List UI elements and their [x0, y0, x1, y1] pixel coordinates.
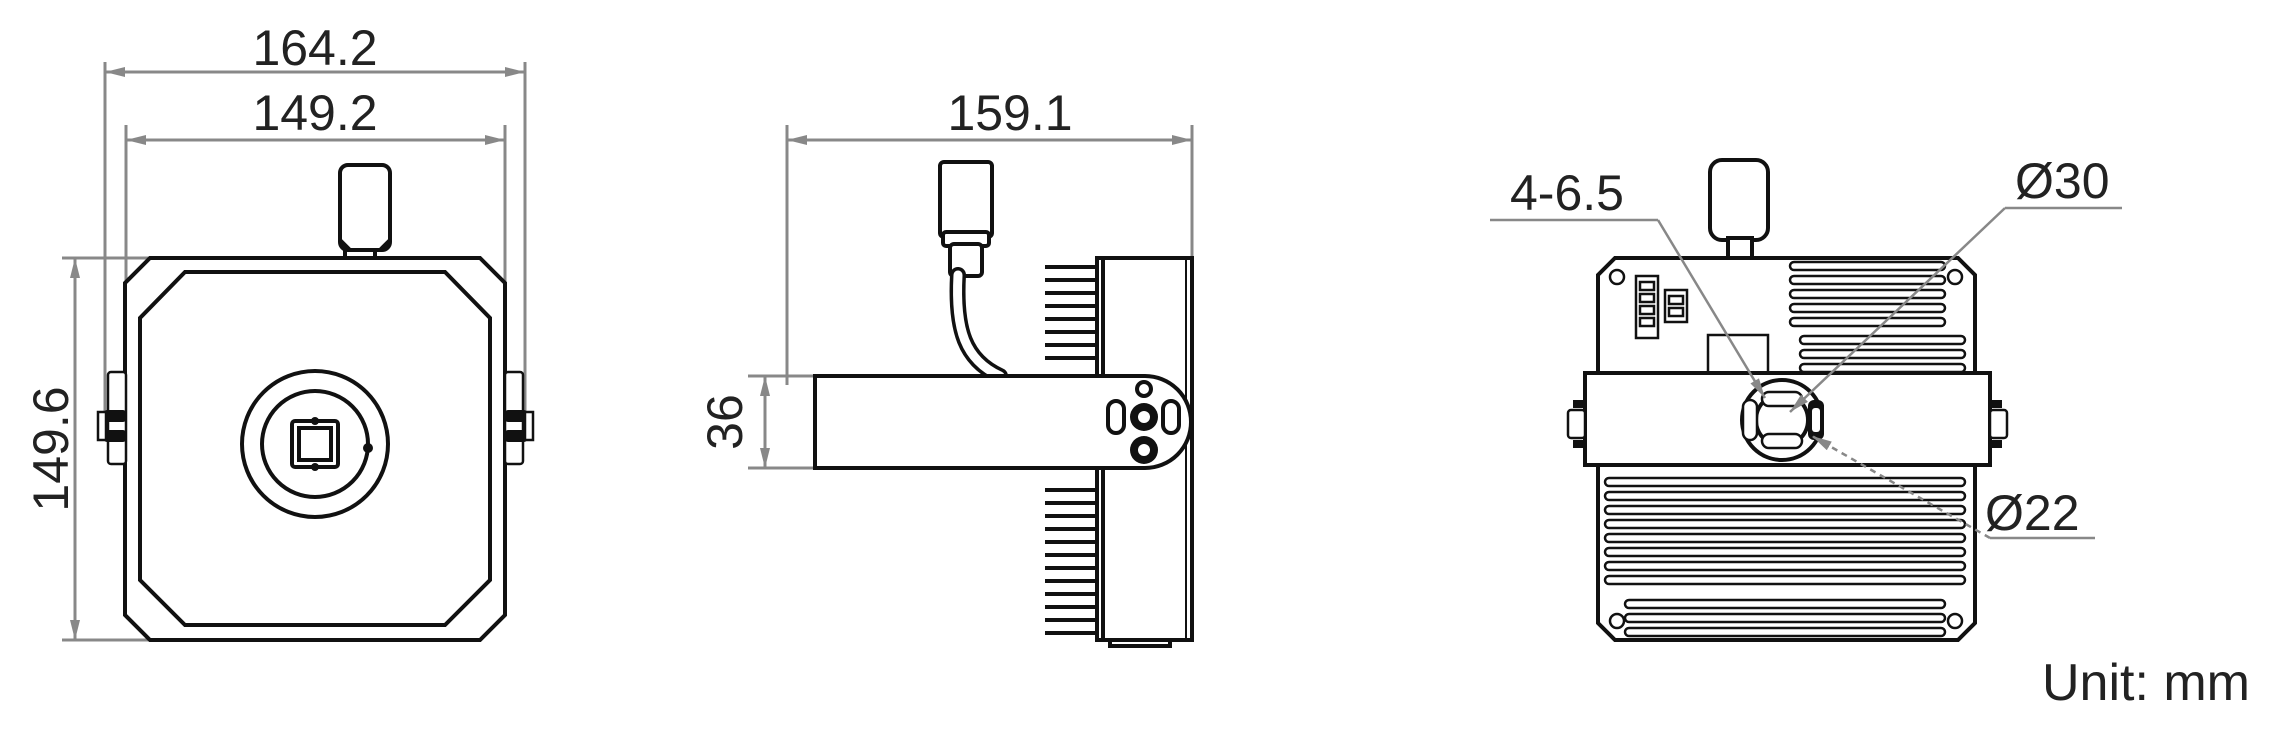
- dim-rear-outer-diameter: Ø30: [2015, 153, 2110, 209]
- rear-leader-lines: [1490, 206, 2122, 540]
- side-dimension-lines: [748, 125, 1194, 470]
- side-bracket-arm: [813, 374, 1193, 470]
- rear-view: [1490, 158, 2122, 642]
- dim-front-width-outer: 164.2: [252, 20, 377, 76]
- rear-corner-screws: [1608, 268, 1964, 630]
- unit-label: Unit: mm: [2042, 654, 2250, 712]
- dim-front-width-inner: 149.2: [252, 85, 377, 141]
- side-heatsink-fins: [1045, 265, 1097, 635]
- dim-side-bracket-height: 36: [697, 394, 753, 450]
- front-lens: [240, 369, 390, 519]
- front-side-bracket-right: [503, 370, 535, 466]
- side-cable: [938, 160, 1008, 384]
- front-side-bracket-left: [96, 370, 128, 466]
- side-view: [748, 125, 1194, 648]
- dim-rear-mounting-holes: 4-6.5: [1510, 165, 1624, 221]
- rear-fin-slots: [1603, 260, 1967, 638]
- dim-side-length: 159.1: [947, 85, 1072, 141]
- dim-front-height: 149.6: [23, 386, 79, 511]
- front-cable-connector: [338, 163, 392, 262]
- front-dimension-lines: [62, 62, 527, 642]
- side-bracket-knob: [1106, 380, 1181, 464]
- front-view: [62, 62, 535, 642]
- dim-rear-inner-diameter: Ø22: [1985, 485, 2080, 541]
- rear-terminal-blocks: [1634, 274, 1770, 379]
